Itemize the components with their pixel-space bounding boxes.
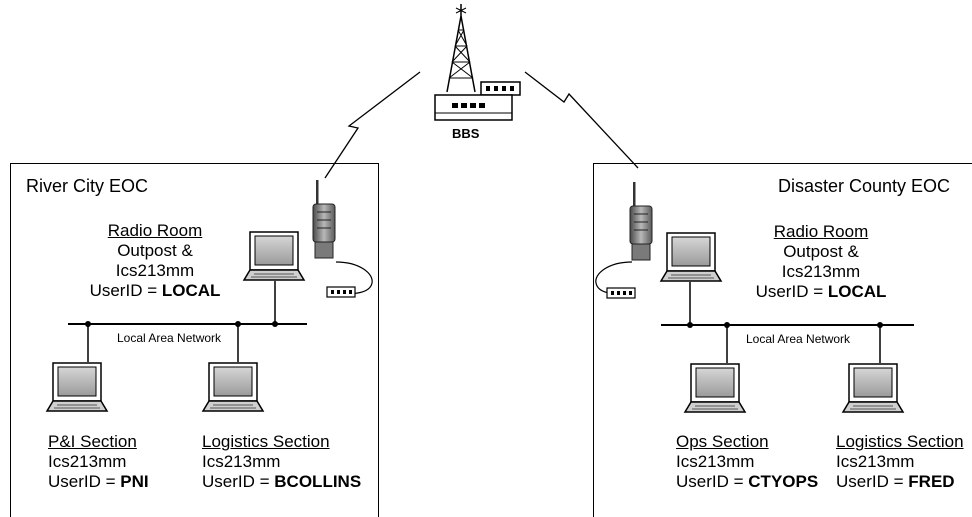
bbs-label: BBS	[452, 126, 480, 141]
left-radio-room-block: Radio Room Outpost & Ics213mm UserID = L…	[80, 221, 230, 301]
left-eoc-title: River City EOC	[26, 176, 149, 196]
right-radio-room-userid: LOCAL	[827, 282, 887, 301]
right-eoc-title: Disaster County EOC	[778, 176, 951, 196]
pni-section-userid-line: UserID = PNI	[48, 472, 149, 491]
pni-section-title: P&I Section	[48, 432, 137, 451]
pni-laptop-icon	[46, 362, 108, 412]
left-lan-label: Local Area Network	[114, 331, 225, 345]
right-lan-label: Local Area Network	[743, 332, 854, 346]
left-logistics-section-userid: BCOLLINS	[274, 472, 362, 491]
left-radio-room-userid: LOCAL	[161, 281, 221, 300]
left-logistics-section-block: Logistics Section Ics213mm UserID = BCOL…	[202, 432, 361, 492]
ops-section-title: Ops Section	[676, 432, 769, 451]
right-logistics-section-userid: FRED	[908, 472, 955, 491]
right-radio-room-title: Radio Room	[773, 222, 869, 241]
right-radio-transceiver-icon	[629, 181, 653, 261]
left-logistics-section-app: Ics213mm	[202, 452, 281, 471]
left-radio-room-laptop-icon	[243, 231, 305, 281]
right-logistics-laptop-icon	[842, 363, 904, 413]
right-radio-room-block: Radio Room Outpost & Ics213mm UserID = L…	[746, 222, 896, 302]
ops-section-userid-line: UserID = CTYOPS	[676, 472, 819, 491]
left-logistics-laptop-icon	[202, 362, 264, 412]
left-radio-room-userid-line: UserID = LOCAL	[89, 281, 221, 300]
right-radio-room-line1: Outpost &	[783, 242, 859, 261]
left-radio-transceiver-icon	[312, 179, 336, 259]
bbs-modem-icon	[480, 81, 521, 96]
left-tnc-icon	[326, 286, 356, 298]
bbs-server-icon	[434, 94, 513, 121]
right-tnc-icon	[606, 287, 636, 299]
right-radio-room-laptop-icon	[660, 232, 722, 282]
bbs-tower-icon	[446, 4, 476, 93]
ops-section-app: Ics213mm	[676, 452, 755, 471]
right-logistics-section-app: Ics213mm	[836, 452, 915, 471]
left-logistics-section-title: Logistics Section	[202, 432, 330, 451]
right-logistics-section-userid-line: UserID = FRED	[836, 472, 955, 491]
left-radio-link	[324, 71, 421, 179]
pni-section-userid: PNI	[120, 472, 149, 491]
right-logistics-section-title: Logistics Section	[836, 432, 964, 451]
right-eoc-box	[593, 163, 972, 517]
left-eoc-box	[10, 163, 379, 517]
left-radio-room-line1: Outpost &	[117, 241, 193, 260]
ops-section-block: Ops Section Ics213mm UserID = CTYOPS	[676, 432, 818, 492]
left-radio-room-title: Radio Room	[107, 221, 203, 240]
right-logistics-section-block: Logistics Section Ics213mm UserID = FRED	[836, 432, 964, 492]
right-radio-room-userid-line: UserID = LOCAL	[755, 282, 887, 301]
left-logistics-section-userid-line: UserID = BCOLLINS	[202, 472, 362, 491]
right-radio-room-line2: Ics213mm	[781, 262, 861, 281]
pni-section-app: Ics213mm	[48, 452, 127, 471]
left-radio-room-line2: Ics213mm	[115, 261, 195, 280]
right-radio-link	[524, 71, 639, 169]
pni-section-block: P&I Section Ics213mm UserID = PNI	[48, 432, 149, 492]
ops-laptop-icon	[684, 363, 746, 413]
ops-section-userid: CTYOPS	[748, 472, 819, 491]
